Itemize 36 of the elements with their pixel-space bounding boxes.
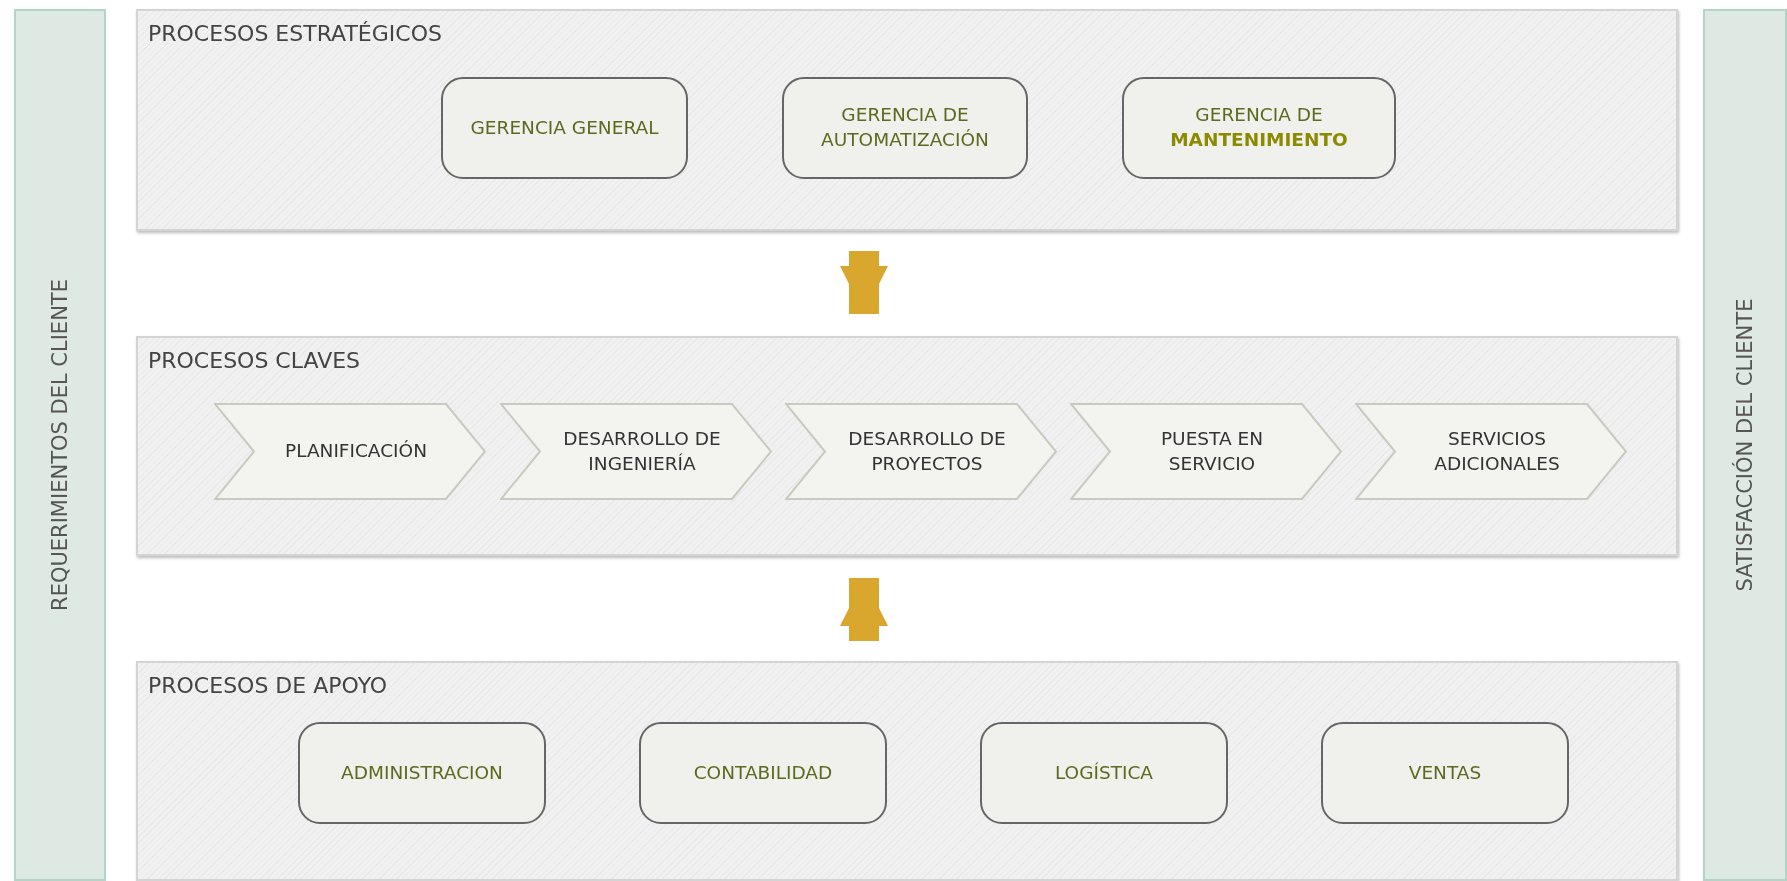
box-label: CONTABILIDAD: [693, 760, 833, 785]
step-label: PUESTA EN SERVICIO: [1159, 426, 1265, 476]
process-box: [980, 722, 1228, 824]
panel-heading: PROCESOS DE APOYO: [148, 673, 388, 698]
process-box: [1321, 722, 1569, 824]
box-label: LOGÍSTICA: [1054, 760, 1154, 785]
box-label: ADMINISTRACION: [341, 760, 503, 785]
process-box: [782, 77, 1028, 179]
band-label: REQUERIMIENTOS DEL CLIENTE: [48, 279, 72, 611]
chevron-step: [214, 403, 486, 500]
chevron-step: [500, 403, 772, 500]
process-box: [1122, 77, 1396, 179]
panel-heading: PROCESOS ESTRATÉGICOS: [148, 21, 442, 46]
box-label: VENTAS: [1408, 760, 1482, 785]
process-box: [441, 77, 688, 179]
process-box: [639, 722, 887, 824]
step-label: DESARROLLO DE PROYECTOS: [847, 426, 1007, 476]
band-label: SATISFACCIÓN DEL CLIENTE: [1733, 298, 1757, 592]
box-label: GERENCIA DE MANTENIMIENTO: [1169, 103, 1349, 152]
box-label: GERENCIA GENERAL: [470, 115, 659, 140]
chevron-step: [1355, 403, 1627, 500]
process-box: [298, 722, 546, 824]
box-label: GERENCIA DE AUTOMATIZACIÓN: [820, 103, 990, 152]
block-arrow: [840, 578, 888, 641]
process-panel: [136, 9, 1678, 231]
block-arrow: [840, 251, 888, 314]
step-label: PLANIFICACIÓN: [285, 439, 427, 463]
process-panel: [136, 661, 1678, 881]
process-panel: [136, 336, 1678, 556]
step-label: DESARROLLO DE INGENIERÍA: [562, 426, 722, 476]
chevron-step: [785, 403, 1057, 500]
side-band: [1703, 9, 1787, 881]
step-label: SERVICIOS ADICIONALES: [1433, 426, 1561, 476]
chevron-step: [1070, 403, 1342, 500]
side-band: [14, 9, 106, 881]
panel-heading: PROCESOS CLAVES: [148, 348, 361, 373]
